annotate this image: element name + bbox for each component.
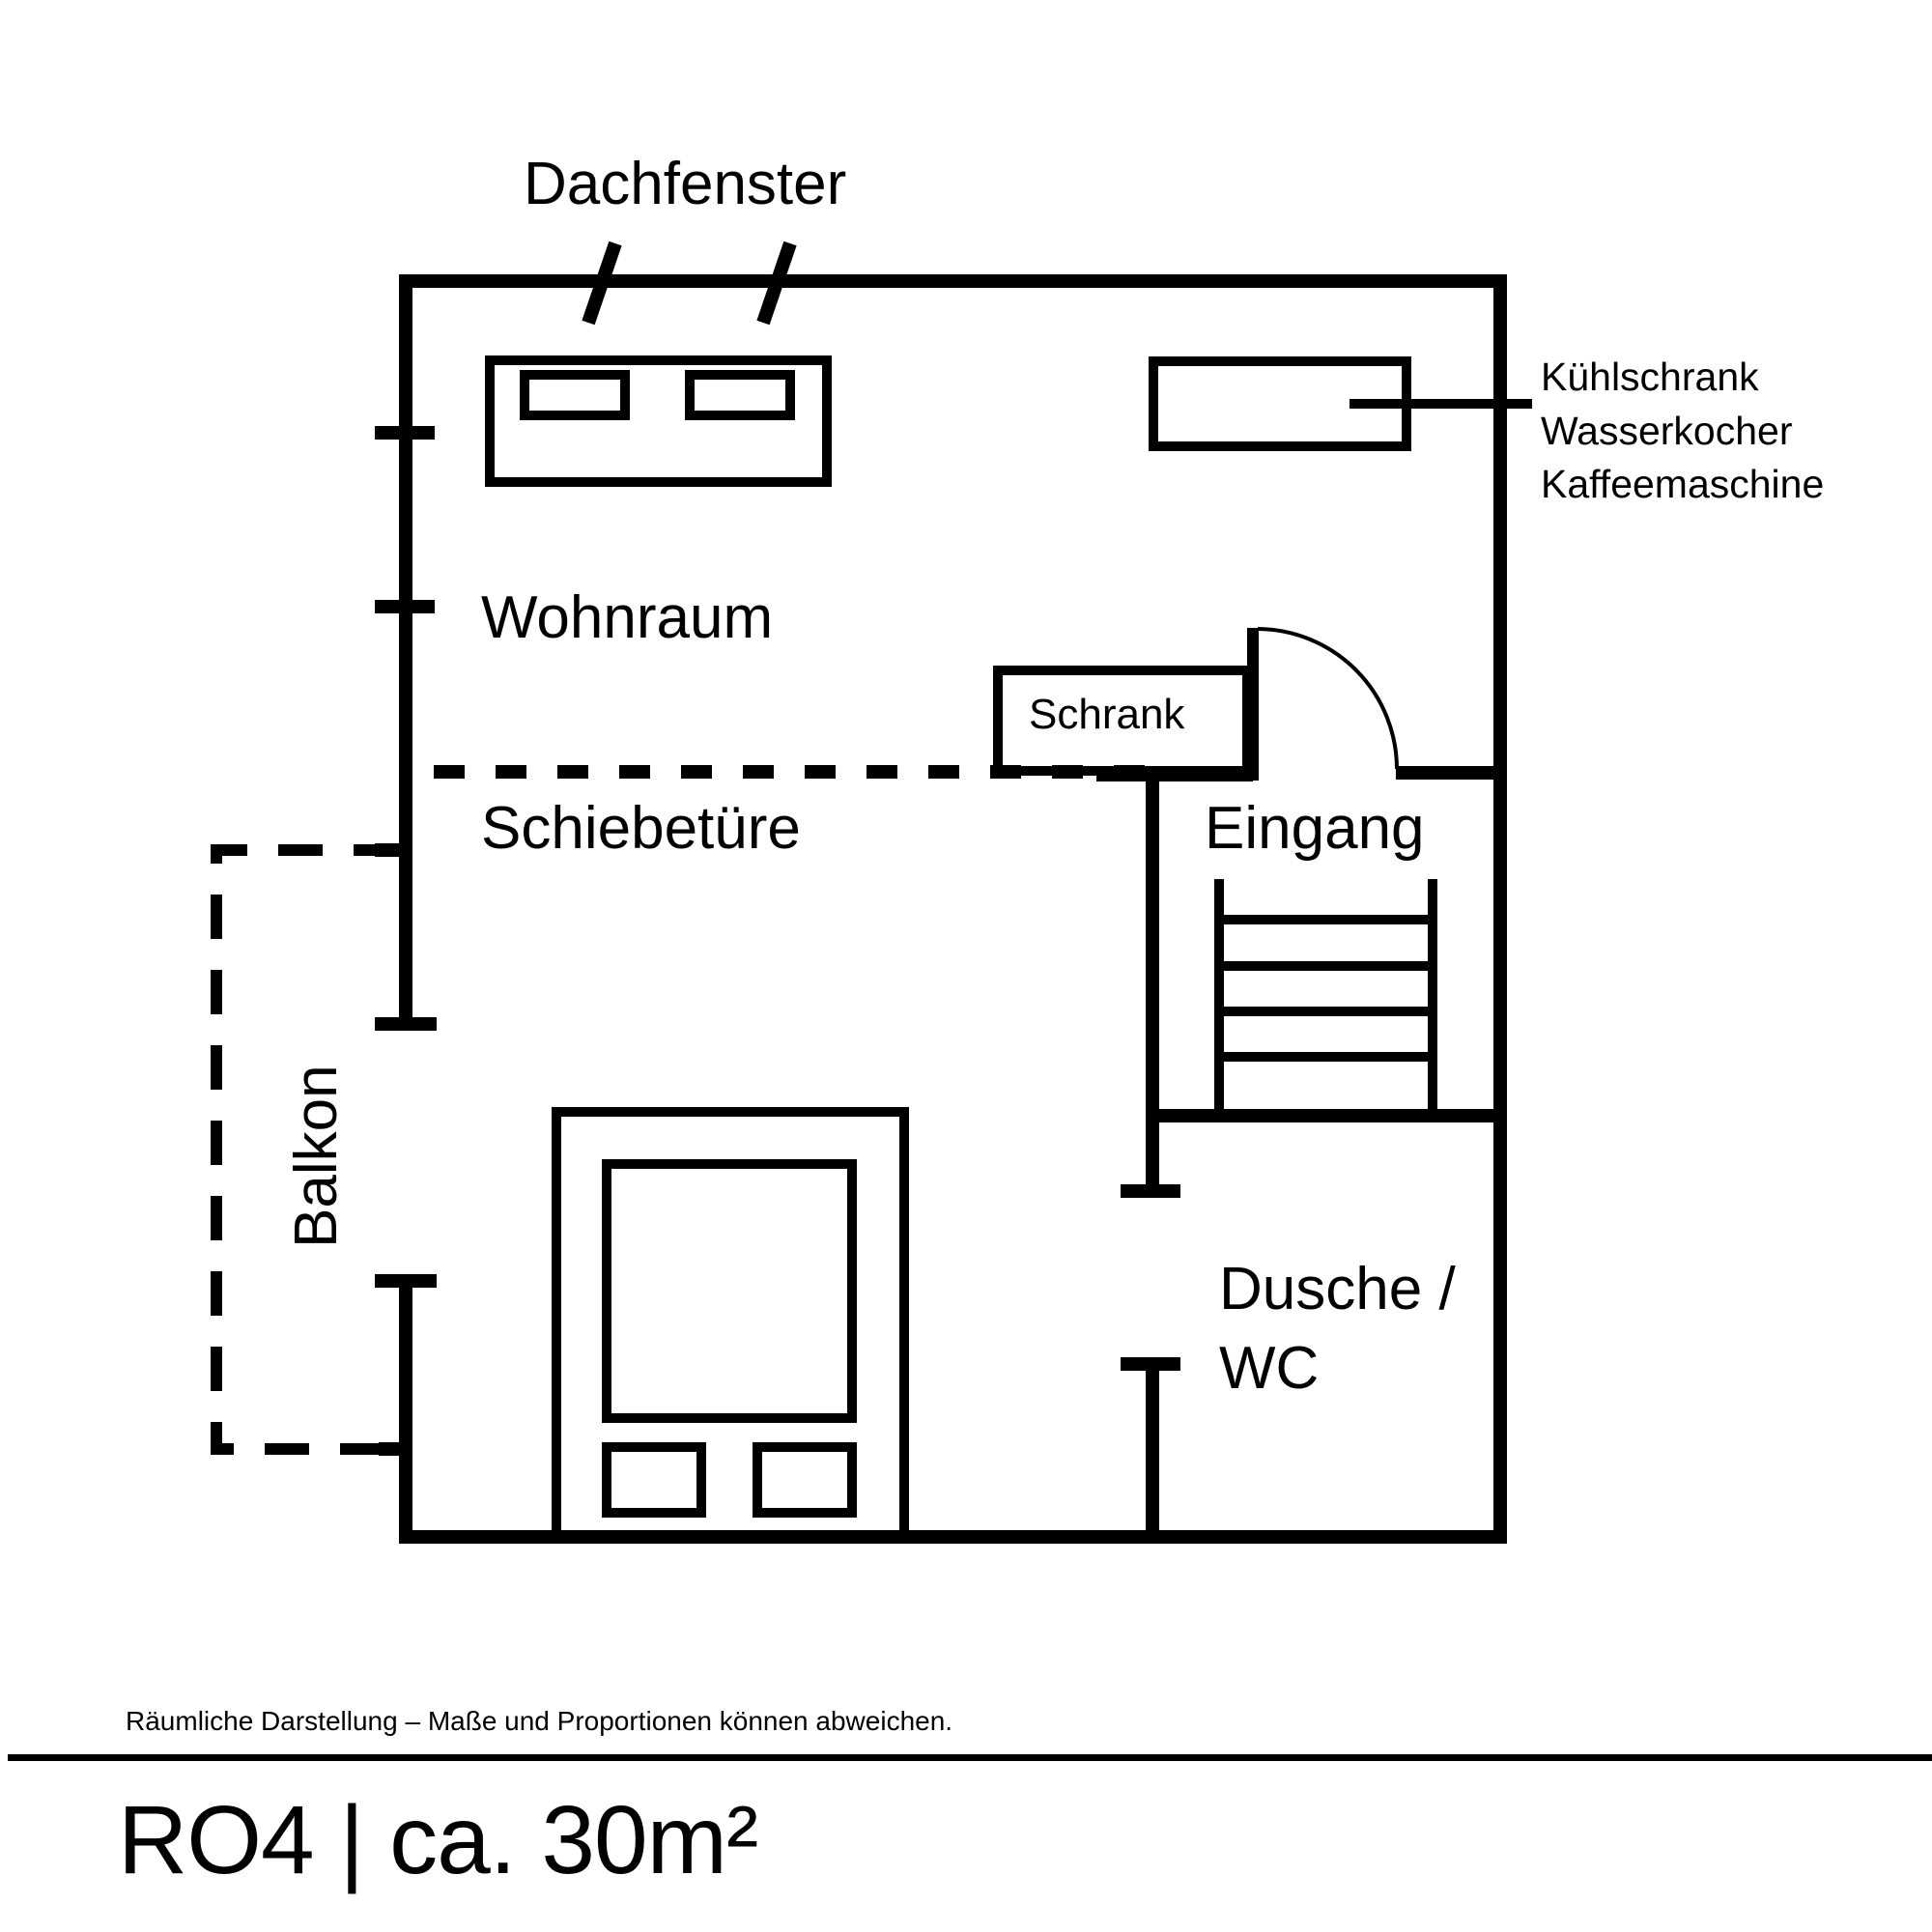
entrance-label: Eingang — [1205, 795, 1425, 862]
sofa-frame — [485, 355, 832, 487]
door-swing-arc — [1257, 627, 1399, 770]
sliding-door-label: Schiebetüre — [481, 795, 801, 862]
bed-mattress — [602, 1159, 857, 1423]
sofa-unit — [485, 355, 832, 487]
skylight-mark — [756, 241, 797, 326]
living-room-label: Wohnraum — [481, 584, 773, 651]
bed-frame — [552, 1107, 909, 1537]
disclaimer-note: Räumliche Darstellung – Maße und Proport… — [126, 1706, 953, 1736]
bed-pillow — [753, 1442, 857, 1518]
sofa-cushion — [520, 370, 630, 420]
balcony-label: Balkon — [283, 1065, 350, 1248]
unit-title: RO4 | ca. 30m² — [118, 1786, 758, 1894]
kitchen-item: Kühlschrank — [1541, 355, 1759, 399]
stairs — [1214, 879, 1437, 1111]
skylight-mark — [582, 241, 622, 326]
kitchen-item: Kaffeemaschine — [1541, 462, 1824, 506]
bathroom-label-line2: WC — [1219, 1335, 1319, 1402]
kitchen-counter — [1149, 356, 1532, 451]
bed-pillow — [602, 1442, 706, 1518]
entrance — [1096, 627, 1507, 1195]
sofa-cushion — [685, 370, 795, 420]
kitchen-items-list: Kühlschrank Wasserkocher Kaffeemaschine — [1541, 355, 1824, 506]
outer-walls — [399, 274, 1507, 1544]
kitchen-item: Wasserkocher — [1541, 409, 1793, 453]
bed — [552, 1107, 909, 1537]
footer-divider — [8, 1754, 1932, 1761]
skylight-label: Dachfenster — [524, 151, 846, 217]
bathroom-label-line1: Dusche / — [1219, 1256, 1456, 1322]
bathroom-door-opening — [1121, 1184, 1180, 1537]
skylight-marks — [582, 241, 797, 326]
balcony-dashed-border — [211, 844, 398, 1455]
wardrobe-label: Schrank — [1029, 691, 1185, 738]
balcony-outline — [211, 844, 398, 1455]
